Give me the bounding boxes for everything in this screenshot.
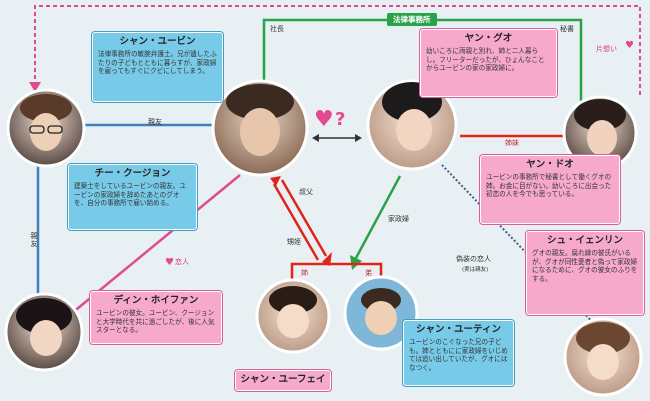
- housekeeper-label: 家政婦: [388, 215, 409, 223]
- portrait-irin: [563, 317, 643, 397]
- character-desc: グオの親友。腐れ縁の彼氏がいるが、グオが同性愛者と偽って家政婦になるために、グオ…: [532, 249, 638, 283]
- portrait-yubin: [211, 79, 309, 177]
- character-desc: ユービンのこぐなった兄の子ども。姉とともにに家政婦をいじめては追い出していたが、…: [409, 338, 508, 372]
- character-box-fan: ディン・ホイファン ユービンの彼女。ユービン、クージョンと大学時代を共に過ごした…: [90, 291, 222, 344]
- younger-brother-label: 弟: [365, 269, 372, 277]
- character-box-kujon: チー・クージョン 建築士をしているユービンの親友。ユービンの家政婦を辞めたあとの…: [68, 164, 197, 230]
- lover-heart-icon: ♥: [165, 257, 174, 268]
- character-name: シュ・イェンリン: [546, 235, 623, 246]
- character-desc: 幼いころに両親と別れ、姉と二人暮らし。フリーターだったが、ひょんなことからユービ…: [426, 47, 545, 73]
- best-friend-label-h: 親友: [148, 118, 162, 126]
- niece-arrow: [270, 176, 281, 186]
- lover-label: 恋人: [175, 258, 189, 266]
- character-name: チー・クージョン: [94, 168, 171, 179]
- portrait-kujon: [6, 88, 86, 168]
- uncle-arrow: [322, 252, 332, 266]
- question-mark-icon: ?: [335, 109, 345, 130]
- character-box-fei: シャン・ユーフェイ: [235, 370, 331, 391]
- fake-lover-label: 偽装の恋人: [456, 255, 491, 263]
- one-sided-heart-icon: ♥: [625, 40, 634, 51]
- character-box-tin: シャン・ユーティン ユービンのこぐなった兄の子ども。姉とともにに家政婦をいじめて…: [403, 320, 514, 386]
- character-box-gou: ヤン・グオ 幼いころに両親と別れ、姉と二人暮らし。フリーターだったが、ひょんなこ…: [420, 29, 557, 97]
- portrait-fei: [255, 278, 331, 354]
- character-name: シャン・ユーティン: [416, 324, 501, 335]
- character-name: ディン・ホイファン: [113, 295, 199, 306]
- one-sided-label: 片想い: [596, 45, 617, 53]
- character-box-irin: シュ・イェンリン グオの親友。腐れ縁の彼氏がいるが、グオが同性愛者と偽って家政婦…: [526, 231, 644, 315]
- character-desc: ユービンの彼女。ユービン、クージョンと大学時代を共に過ごしたが、後に人気スターと…: [96, 309, 215, 335]
- uncle-line-2: [272, 183, 320, 261]
- portrait-dao: [562, 95, 638, 171]
- housekeeper-line: [354, 175, 402, 259]
- one-sided-arrow: [29, 82, 41, 92]
- sisters-label: 姉妹: [505, 139, 519, 147]
- character-desc: 建築士をしているユービンの親友。ユービンの家政婦を辞めたあとのグオを、自分の事務…: [74, 182, 186, 208]
- character-box-yubin: シャン・ユービン 法律事務所の敏腕弁護士。兄が遺したふたりの子どもとともに暮らす…: [92, 32, 223, 102]
- uncle-label: 叔父: [299, 188, 313, 196]
- character-name: ヤン・グオ: [464, 33, 513, 44]
- niece-nephew-label: 甥姪: [287, 238, 301, 246]
- fake-lover-sub-label: (実は親友): [462, 267, 489, 273]
- character-name: ヤン・ドオ: [526, 159, 574, 170]
- heart-icon: ♥: [314, 107, 334, 132]
- housekeeper-arrow: [350, 255, 362, 270]
- portrait-tin: [343, 275, 419, 351]
- character-desc: ユービンの事務所で秘書として働くグオの姉。お金に目がない。幼いころに出会った初恋…: [486, 173, 612, 199]
- uncle-line: [280, 179, 328, 257]
- secretary-label: 秘書: [560, 25, 574, 33]
- one-sided-love-line: [34, 5, 641, 95]
- double-arrow-icon: [312, 134, 362, 142]
- character-desc: 法律事務所の敏腕弁護士。兄が遺したふたりの子どもとともに暮らすが、家政婦を雇って…: [98, 50, 217, 76]
- older-sister-label: 姉: [301, 269, 308, 277]
- best-friend-label-v: 親友: [30, 232, 38, 248]
- character-name: シャン・ユーフェイ: [240, 374, 326, 385]
- president-label: 社長: [270, 25, 284, 33]
- character-name: シャン・ユービン: [119, 36, 196, 47]
- portrait-fan: [4, 292, 84, 372]
- law-office-label: 法律事務所: [387, 13, 437, 26]
- character-box-dao: ヤン・ドオ ユービンの事務所で秘書として働くグオの姉。お金に目がない。幼いころに…: [480, 155, 620, 224]
